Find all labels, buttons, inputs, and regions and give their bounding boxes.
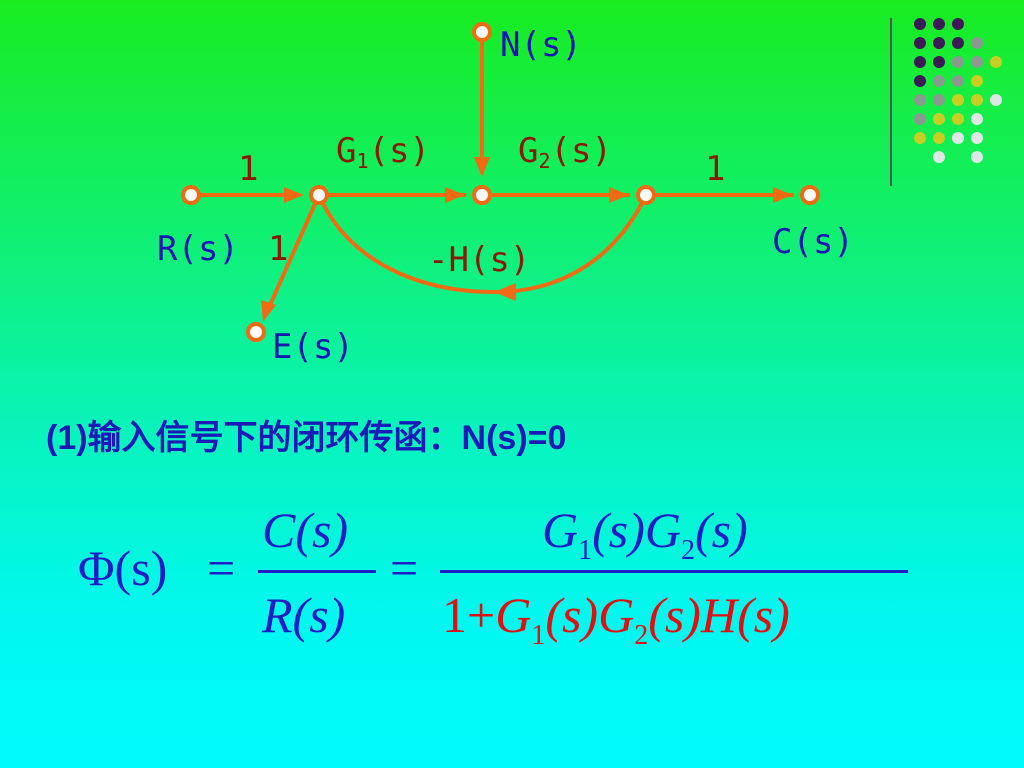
formula-frac2-numerator: G1(s)G2(s) bbox=[542, 502, 748, 566]
node-r bbox=[181, 185, 201, 205]
arrow-g2 bbox=[609, 187, 629, 203]
label-r: R(s) bbox=[157, 229, 239, 269]
node-3 bbox=[636, 185, 656, 205]
decorative-vertical-line bbox=[890, 18, 892, 186]
gain-to-e: 1 bbox=[268, 229, 289, 269]
arrow-r-to-n1 bbox=[284, 187, 304, 203]
formula-frac1-numerator: C(s) bbox=[262, 502, 349, 558]
node-1 bbox=[309, 185, 329, 205]
arrow-feedback bbox=[494, 283, 516, 301]
branch-to-e bbox=[264, 194, 321, 315]
formula-frac1-denominator: R(s) bbox=[262, 587, 346, 643]
formula-frac1-bar bbox=[258, 570, 376, 573]
formula-equals-2: = bbox=[390, 540, 419, 596]
node-e bbox=[246, 322, 266, 342]
node-2 bbox=[472, 185, 492, 205]
label-n: N(s) bbox=[500, 25, 582, 65]
gain-to-c: 1 bbox=[705, 149, 726, 189]
formula-equals-1: = bbox=[207, 540, 236, 596]
node-n bbox=[472, 22, 492, 42]
arrow-g1 bbox=[445, 187, 465, 203]
section-heading: (1)输入信号下的闭环传函：N(s)=0 bbox=[46, 419, 567, 457]
gain-g1: G1(s) bbox=[336, 131, 430, 173]
arrow-n-input bbox=[474, 157, 490, 177]
label-e: E(s) bbox=[272, 327, 354, 367]
arrow-to-c bbox=[773, 187, 793, 203]
formula-lhs: Φ(s) bbox=[78, 540, 168, 596]
gain-feedback: -H(s) bbox=[428, 240, 531, 280]
label-c: C(s) bbox=[772, 222, 854, 262]
gain-g2: G2(s) bbox=[518, 131, 612, 173]
arrow-to-e bbox=[261, 300, 276, 322]
formula-frac2-denominator: 1+G1(s)G2(s)H(s) bbox=[442, 587, 790, 651]
node-c bbox=[800, 185, 820, 205]
formula-frac2-bar bbox=[440, 570, 908, 573]
gain-r-to-n1: 1 bbox=[238, 149, 259, 189]
